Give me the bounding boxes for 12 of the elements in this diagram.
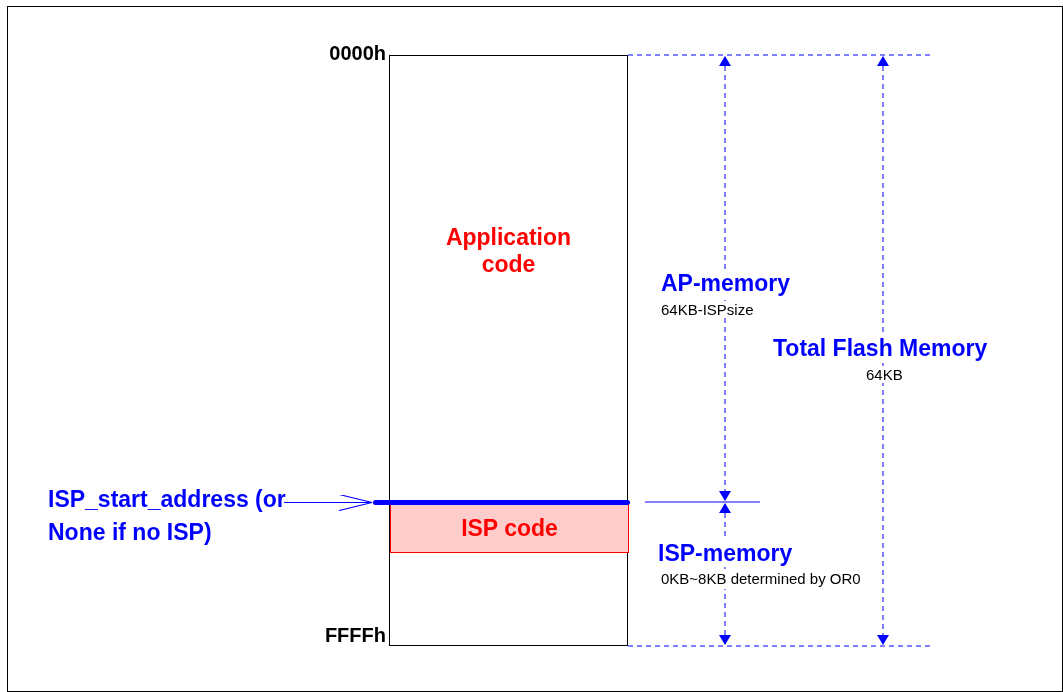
start-address-line [373, 500, 630, 505]
address-label: ISP_start_address (or None if no ISP) [48, 483, 288, 545]
region-label: Application code [444, 224, 573, 278]
address-label: FFFFh [323, 624, 386, 647]
arrow [283, 493, 373, 512]
region-title: AP-memory [661, 270, 791, 297]
address-label: 0000h [328, 42, 386, 65]
region-title: Total Flash Memory [773, 335, 988, 362]
region-title: ISP-memory [658, 540, 793, 567]
size-label: 64KB [866, 366, 903, 383]
size-label: 64KB-ISPsize [661, 301, 754, 318]
isp-region: ISP code [390, 504, 629, 553]
